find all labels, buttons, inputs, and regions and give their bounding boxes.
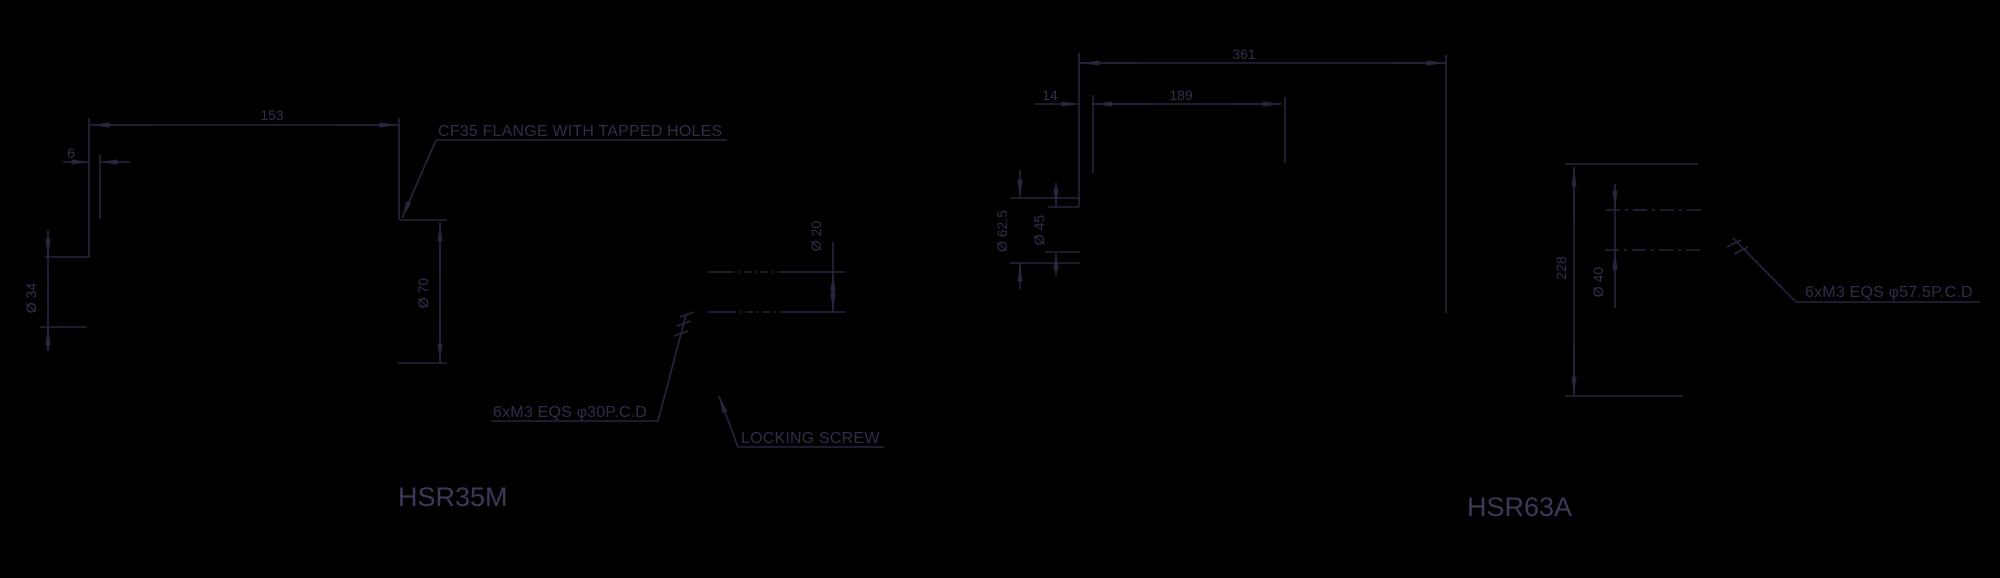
note-locking-screw: LOCKING SCREW [718,395,884,448]
dim-offset-6: 6 [63,145,130,219]
note-cf35-flange: CF35 FLANGE WITH TAPPED HOLES [401,123,727,219]
thread-tick [676,320,692,327]
thread-tick [1733,246,1749,255]
dim-dia-20: Ø 20 [808,221,836,312]
note-pcd-57-5-text: 6xM3 EQS φ57.5P.C.D [1805,284,1973,301]
leader-line [401,139,437,219]
dim-dia-40: Ø 40 [1590,184,1618,308]
dim-value-228: 228 [1553,256,1569,280]
dim-value-14: 14 [1042,87,1058,103]
leader-line [1732,237,1796,302]
note-pcd-30: 6xM3 EQS φ30P.C.D [491,311,695,422]
dim-overall-361: 361 [1078,46,1447,313]
dim-offset-14: 14 [1035,87,1080,107]
dim-value-153: 153 [260,107,284,123]
drawing-hsr35m: 153 6 Ø 34 Ø 70 CF35 [23,107,884,512]
leader-line [718,395,739,448]
dim-dia-34: Ø 34 [23,230,89,351]
note-pcd-text: 6xM3 EQS φ30P.C.D [493,404,647,421]
note-cf35-text: CF35 FLANGE WITH TAPPED HOLES [438,123,722,140]
part-label-hsr63a: HSR63A [1467,492,1572,522]
dim-overall-153: 153 [88,107,400,257]
dim-value-6: 6 [67,145,75,161]
drawing-hsr63a: 361 14 189 Ø 62.5 [994,46,1980,522]
note-pcd-57-5: 6xM3 EQS φ57.5P.C.D [1726,237,1980,303]
dim-value-70: Ø 70 [415,278,431,309]
dim-mid-189: 189 [1092,87,1286,173]
dim-height-228: 228 [1553,163,1698,397]
shaft-centerlines [1605,209,1701,251]
note-locking-text: LOCKING SCREW [741,430,880,447]
dim-value-20: Ø 20 [808,221,824,252]
dim-value-361: 361 [1232,46,1256,62]
thread-tick [673,330,689,337]
dim-dia-62-5: Ø 62.5 [994,170,1080,289]
dim-dia-70: Ø 70 [398,219,447,364]
dim-value-34: Ø 34 [23,283,39,314]
dim-value-45: Ø 45 [1031,215,1047,246]
part-label-hsr35m: HSR35M [398,482,508,512]
dim-value-62-5: Ø 62.5 [994,210,1010,252]
shaft-outline [708,271,845,313]
leader-line [657,314,687,422]
dim-value-189: 189 [1169,87,1193,103]
thread-tick [1726,239,1742,248]
dim-value-40: Ø 40 [1590,267,1606,298]
thread-tick [679,311,695,318]
dim-dia-45: Ø 45 [1031,183,1080,276]
